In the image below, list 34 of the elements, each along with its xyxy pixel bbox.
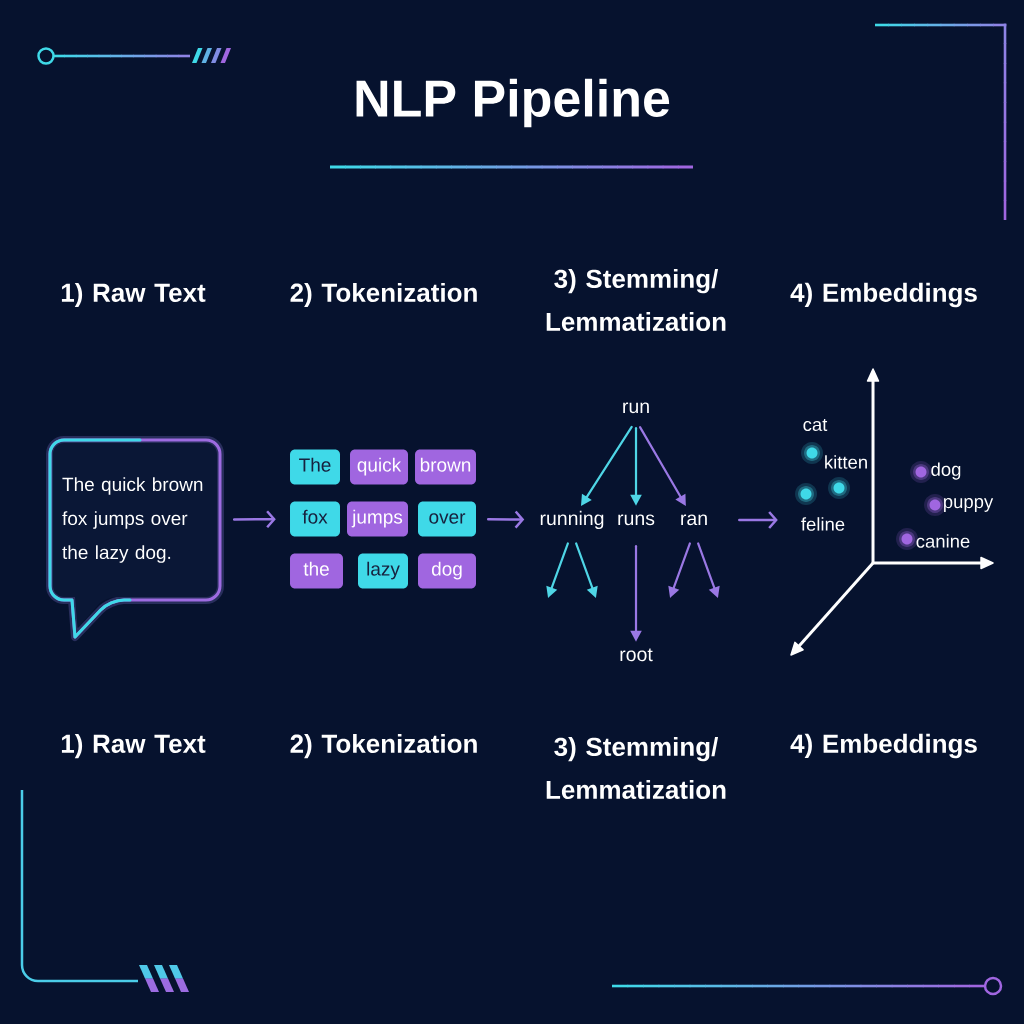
speech-bubble: The quick brown fox jumps over the lazy dog.	[46, 436, 224, 641]
token-chip: The	[290, 449, 340, 485]
token-chip: lazy	[358, 553, 408, 589]
step-heading: 4) Embeddings	[790, 733, 977, 759]
point-label: canine	[916, 534, 970, 548]
step-heading: 1) Raw Text	[61, 282, 206, 308]
step-heading: 2) Tokenization	[290, 282, 477, 308]
arrow	[486, 510, 525, 529]
tree-word: run	[623, 402, 649, 414]
tree-word: root	[620, 648, 653, 662]
token-chip: the	[290, 553, 343, 589]
arrow	[232, 510, 276, 529]
point-label: feline	[801, 517, 845, 531]
token-chip: jumps	[347, 501, 408, 537]
tree-word: ran	[681, 514, 707, 526]
point-label: dog	[931, 462, 961, 480]
arrow	[738, 511, 778, 529]
token-chip: brown	[415, 449, 476, 485]
title: NLP Pipeline	[356, 78, 670, 128]
step-heading: 3) Stemming/ Lemmatization	[546, 268, 726, 332]
token-chip: fox	[290, 501, 340, 537]
point-label: cat	[803, 418, 828, 432]
token-chip: quick	[350, 449, 408, 485]
step-heading: 4) Embeddings	[790, 282, 977, 308]
step-heading: 3) Stemming/ Lemmatization	[546, 736, 726, 800]
tree-word: running	[540, 510, 604, 530]
point-label: puppy	[944, 498, 994, 512]
token-chip: dog	[418, 553, 476, 589]
step-heading: 2) Tokenization	[290, 733, 477, 759]
tree-word: runs	[618, 514, 655, 526]
point-label: kitten	[825, 455, 867, 469]
token-chip: over	[418, 501, 476, 537]
step-heading: 1) Raw Text	[61, 733, 206, 759]
arrow	[638, 426, 686, 506]
